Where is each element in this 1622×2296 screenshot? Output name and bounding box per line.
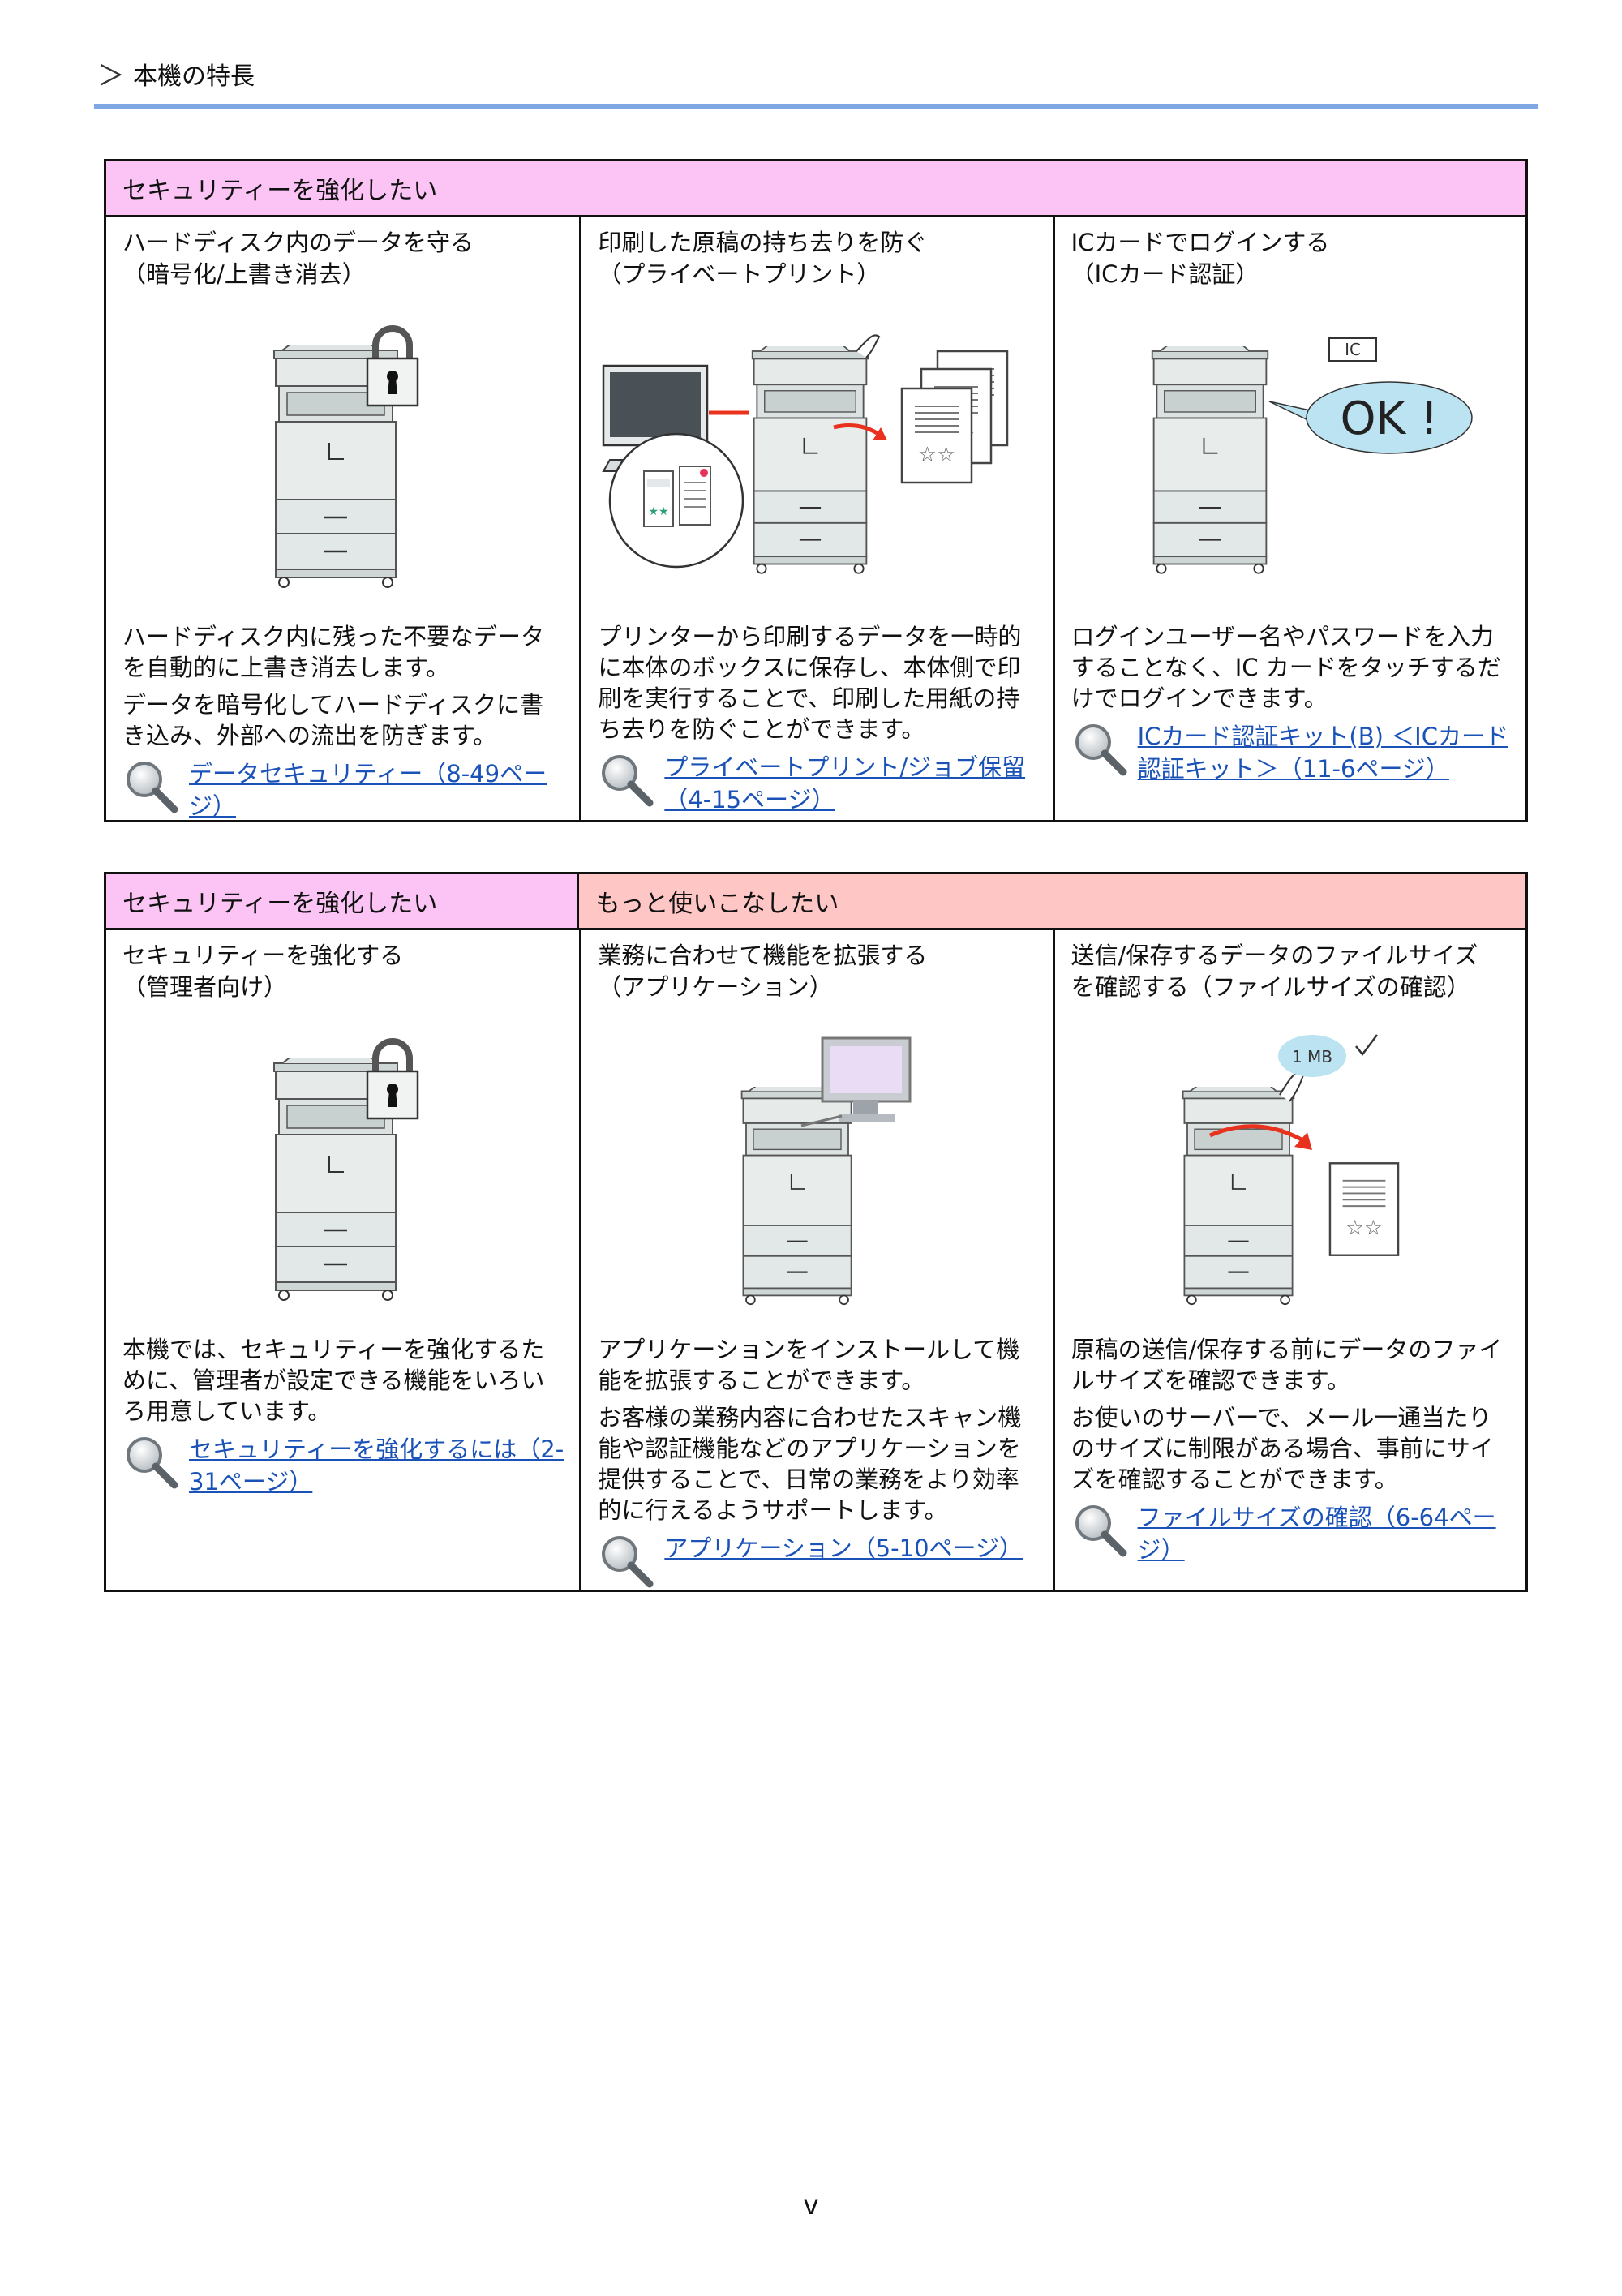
monitor-icon — [801, 1036, 912, 1127]
svg-text:1 MB: 1 MB — [1292, 1047, 1332, 1066]
header-divider — [94, 104, 1538, 109]
link-data-security[interactable]: データセキュリティー（8-49ページ） — [189, 760, 547, 820]
feature-title: 業務に合わせて機能を拡張する （アプリケーション） — [598, 942, 928, 1001]
hand-icon — [1278, 1071, 1305, 1102]
page-header: ＞ 本機の特長 — [97, 54, 255, 93]
link-file-size[interactable]: ファイルサイズの確認（6-64ページ） — [1137, 1504, 1496, 1564]
ic-card-illustration: IC OK ! — [1071, 297, 1511, 613]
copier-lock-illustration — [122, 297, 564, 613]
lock-icon — [367, 1041, 418, 1118]
chevron-right-icon: ＞ — [97, 60, 125, 92]
copier-icon — [1182, 1087, 1295, 1306]
feature-description: プリンターから印刷するデータを一時的に本体のボックスに保存し、本体側で印刷を実行… — [598, 623, 1022, 743]
file-size-illustration: 1 MB — [1071, 1010, 1511, 1326]
link-application[interactable]: アプリケーション（5-10ページ） — [664, 1534, 1023, 1562]
copier-icon — [740, 1087, 855, 1306]
copier-icon — [752, 346, 869, 574]
private-print-illustration: ★★ — [598, 297, 1037, 613]
send-arrow-icon — [1208, 1124, 1307, 1144]
reference-link-row[interactable]: アプリケーション（5-10ページ） — [598, 1532, 1037, 1590]
feature-cell-private-print: 印刷した原稿の持ち去りを防ぐ （プライベートプリント） — [579, 217, 1052, 820]
feature-table-security: セキュリティーを強化したい ハードディスク内のデータを守る （暗号化/上書き消去… — [104, 159, 1528, 822]
link-security-admin[interactable]: セキュリティーを強化するには（2-31ページ） — [189, 1436, 564, 1496]
feature-title: 送信/保存するデータのファイルサイズ を確認する（ファイルサイズの確認） — [1071, 942, 1478, 1001]
reference-link-row[interactable]: データセキュリティー（8-49ページ） — [122, 757, 564, 822]
reference-link-row[interactable]: ICカード認証キット(B) ＜ICカード認証キット＞（11-6ページ） — [1071, 720, 1511, 785]
magnifier-icon — [1071, 1501, 1130, 1560]
size-bubble-icon: 1 MB — [1277, 1035, 1346, 1077]
application-illustration — [598, 1010, 1037, 1326]
feature-table-advanced: セキュリティーを強化したい もっと使いこなしたい セキュリティーを強化する （管… — [104, 872, 1528, 1592]
feature-title: セキュリティーを強化する （管理者向け） — [122, 942, 404, 1001]
svg-text:OK !: OK ! — [1340, 393, 1438, 445]
feature-title: 印刷した原稿の持ち去りを防ぐ （プライベートプリント） — [598, 229, 928, 288]
table-header-row: セキュリティーを強化したい もっと使いこなしたい — [106, 874, 1525, 930]
checkmark-icon — [1354, 1034, 1378, 1057]
feature-cell-ic-card: ICカードでログインする （ICカード認証） IC OK ! — [1052, 217, 1525, 820]
svg-text:IC: IC — [1345, 340, 1361, 359]
feature-cell-file-size: 送信/保存するデータのファイルサイズ を確認する（ファイルサイズの確認） 1 M… — [1052, 930, 1525, 1590]
feature-title: ハードディスク内のデータを守る （暗号化/上書き消去） — [122, 229, 474, 288]
print-preview-icon: ★★ — [609, 432, 744, 569]
feature-description: 本機では、セキュリティーを強化するために、管理者が設定できる機能をいろいろ用意し… — [122, 1336, 545, 1425]
document-icon — [1328, 1162, 1400, 1256]
reference-link-row[interactable]: ファイルサイズの確認（6-64ページ） — [1071, 1501, 1511, 1566]
link-ic-card[interactable]: ICカード認証キット(B) ＜ICカード認証キット＞（11-6ページ） — [1137, 723, 1508, 783]
table-header-advanced-use: もっと使いこなしたい — [579, 874, 1525, 928]
table-header-security: セキュリティーを強化したい — [106, 874, 580, 928]
copier-icon — [1151, 346, 1269, 574]
magnifier-icon — [122, 757, 181, 816]
magnifier-icon — [598, 1532, 656, 1590]
feature-cell-application: 業務に合わせて機能を拡張する （アプリケーション） アプリケーションをインストー — [579, 930, 1052, 1590]
lock-icon — [367, 328, 418, 406]
feature-description: 原稿の送信/保存する前にデータのファイルサイズを確認できます。 お使いのサーバー… — [1071, 1336, 1503, 1493]
feature-cell-hdd: ハードディスク内のデータを守る （暗号化/上書き消去） ハードディスク内に残った… — [106, 217, 579, 820]
feature-description: ハードディスク内に残った不要なデータを自動的に上書き消去します。 データを暗号化… — [122, 623, 544, 749]
reference-link-row[interactable]: プライベートプリント/ジョブ保留（4-15ページ） — [598, 751, 1037, 816]
document-icon — [901, 387, 973, 484]
magnifier-icon — [1071, 720, 1130, 779]
table-header-row: セキュリティーを強化したい — [106, 161, 1525, 217]
feature-cell-admin-security: セキュリティーを強化する （管理者向け） 本機では、セキュリティーを強化するため… — [106, 930, 579, 1590]
feature-description: ログインユーザー名やパスワードを入力することなく、IC カードをタッチするだけで… — [1071, 623, 1501, 712]
reference-link-row[interactable]: セキュリティーを強化するには（2-31ページ） — [122, 1433, 564, 1498]
copier-lock-illustration — [122, 1010, 564, 1326]
table-header-security: セキュリティーを強化したい — [106, 161, 1525, 215]
feature-description: アプリケーションをインストールして機能を拡張することができます。 お客様の業務内… — [598, 1336, 1022, 1524]
ic-card-icon: IC — [1328, 337, 1377, 362]
magnifier-icon — [598, 751, 656, 809]
page-title: 本機の特長 — [133, 62, 255, 91]
link-private-print[interactable]: プライベートプリント/ジョブ保留（4-15ページ） — [664, 753, 1026, 813]
ok-speech-bubble-icon: OK ! — [1268, 381, 1473, 454]
hand-icon — [856, 334, 881, 358]
svg-text:★★: ★★ — [649, 505, 669, 518]
magnifier-icon — [122, 1433, 181, 1491]
feature-title: ICカードでログインする （ICカード認証） — [1071, 229, 1330, 288]
page-number: v — [803, 2190, 819, 2221]
